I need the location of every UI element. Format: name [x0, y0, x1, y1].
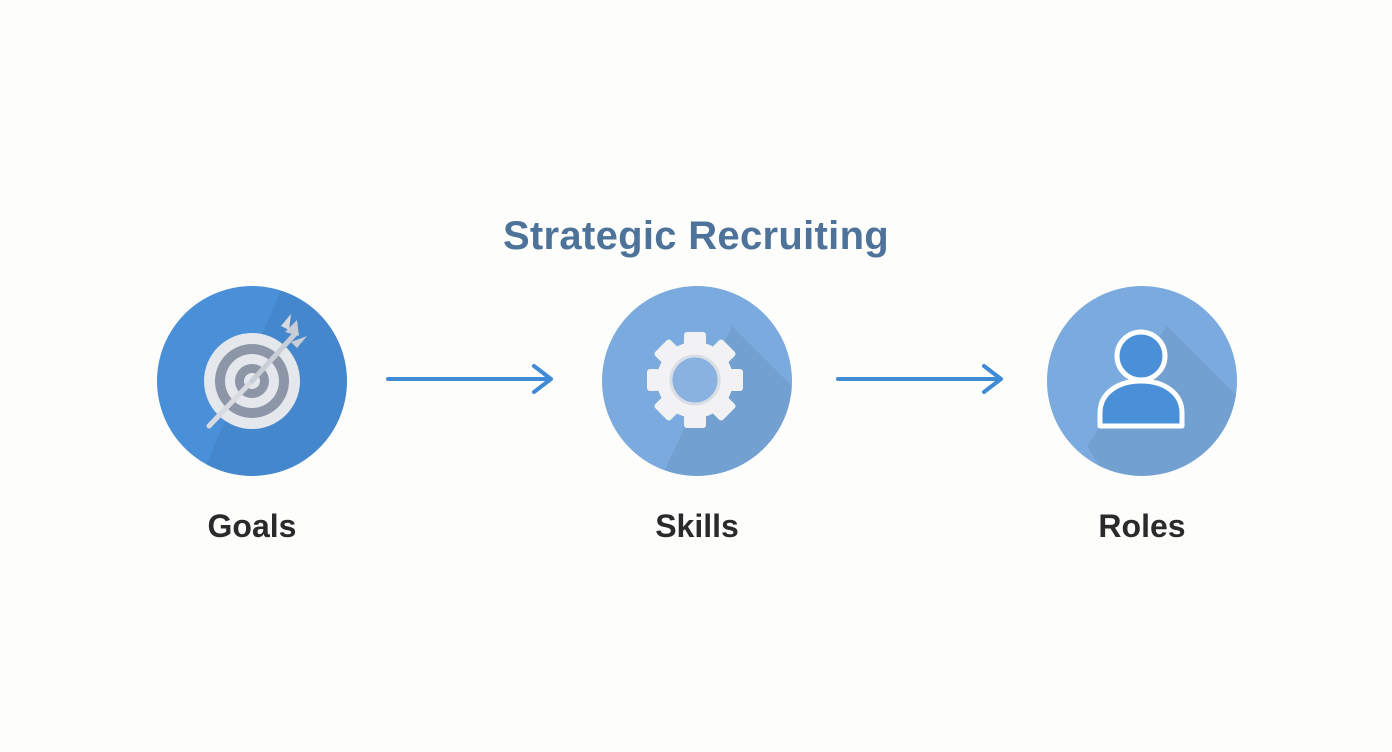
step-roles-label: Roles — [1098, 508, 1186, 544]
step-skills-circle — [602, 286, 792, 476]
step-goals-label: Goals — [207, 508, 297, 544]
arrow-skills-to-roles — [836, 364, 1003, 394]
step-roles-circle — [1047, 286, 1237, 476]
step-skills-label: Skills — [655, 508, 739, 544]
arrow-goals-to-skills — [386, 364, 553, 394]
user-icon — [1087, 326, 1237, 476]
step-goals-circle — [157, 286, 347, 476]
diagram-title: Strategic Recruiting — [502, 214, 890, 258]
target-icon — [201, 286, 347, 476]
gear-icon — [647, 326, 792, 476]
